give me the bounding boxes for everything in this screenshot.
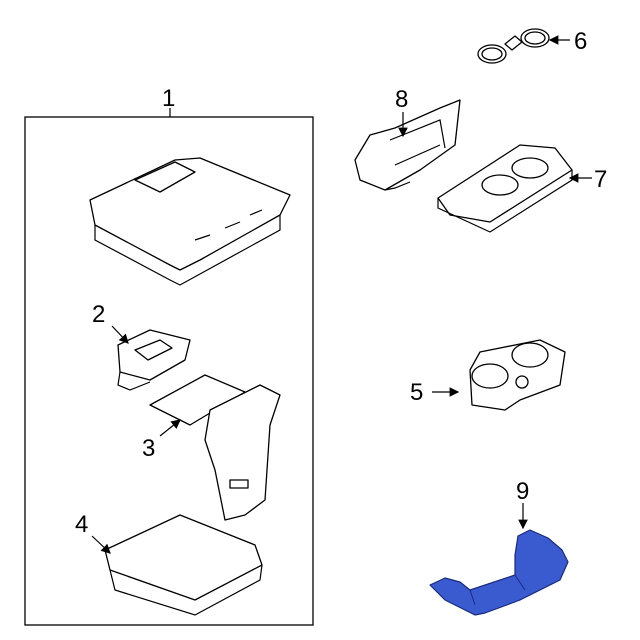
callout-2: 2 [92, 301, 105, 328]
callout-3-arrow [159, 419, 181, 437]
callout-7: 7 [594, 166, 607, 193]
latch-part[interactable] [117, 329, 191, 391]
armrest-lid[interactable] [89, 157, 291, 286]
cupholder-cover[interactable] [437, 144, 573, 233]
bracket-part[interactable] [149, 374, 281, 521]
callout-4: 4 [75, 511, 88, 538]
callout-8: 8 [395, 86, 408, 113]
cupholder-insert[interactable] [469, 339, 566, 411]
callout-9: 9 [516, 478, 529, 505]
tray-part[interactable] [104, 514, 263, 616]
callout-4-arrow [91, 535, 111, 554]
assembly-box [24, 116, 314, 626]
console-bracket[interactable] [354, 99, 461, 191]
cup-ring-seal[interactable] [477, 28, 550, 64]
callout-3: 3 [142, 435, 155, 462]
highlighted-part-9[interactable] [429, 529, 569, 616]
callout-1: 1 [162, 85, 175, 112]
callout-5: 5 [410, 379, 423, 406]
callout-6: 6 [574, 28, 587, 55]
callout-2-arrow [111, 325, 129, 344]
